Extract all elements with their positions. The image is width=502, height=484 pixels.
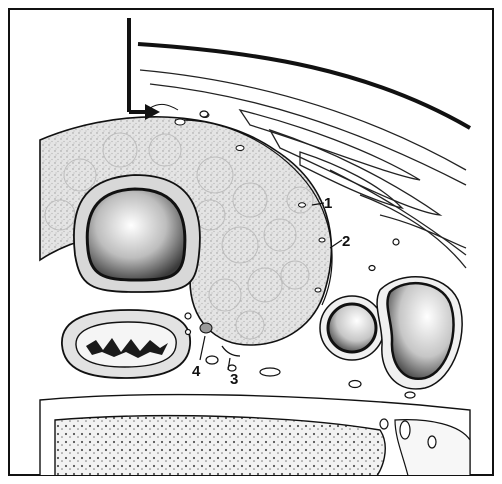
label-4: 4 (192, 363, 201, 380)
label-2: 2 (342, 233, 350, 250)
vertebral-body (55, 416, 385, 484)
trachea-lumen (87, 189, 185, 280)
parathyroid-gland (200, 323, 212, 333)
label-3: 3 (230, 371, 238, 388)
carotid-artery (328, 304, 376, 352)
label-1: 1 (324, 195, 332, 212)
internal-jugular-vein (387, 283, 453, 379)
